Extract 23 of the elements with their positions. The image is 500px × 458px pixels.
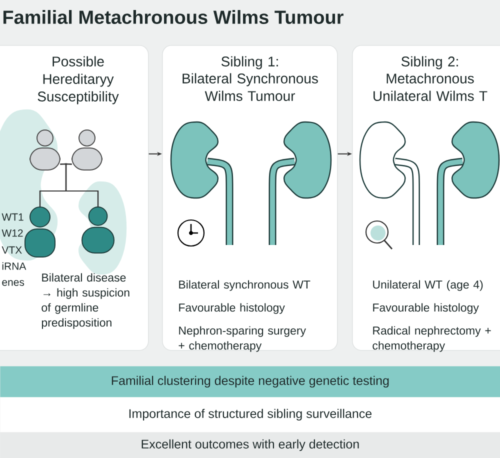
card-heading: Metachronous Unilateral Wilms T — [374, 73, 488, 101]
card-text: Unilateral WT (age 4) — [373, 280, 483, 291]
card-heading: Bilateral Synchronous Wilms Tumour — [182, 73, 318, 101]
card-heading: Sibling 2: — [401, 56, 458, 70]
card-text: Favourable histology — [373, 303, 479, 314]
summary-band: Importance of structured sibling surveillance — [0, 397, 500, 432]
card-text: Radical nephrectomy + chemotherapy — [372, 326, 491, 352]
person-icon — [30, 130, 60, 170]
card-heading: Possible Hereditaryy Susceptibility — [38, 56, 119, 104]
gene-label: enes — [2, 280, 24, 286]
title: Familial Metachronous Wilms Tumour — [3, 10, 344, 24]
card-text: Favourable histology — [179, 303, 285, 314]
card-heading: Sibling 1: — [221, 56, 278, 70]
person-icon — [24, 206, 56, 258]
card-text: Bilateral disease → high suspicion of germline predisposition — [42, 273, 130, 329]
card-text: Bilateral synchronous WT — [179, 280, 310, 291]
card-text: Nephron-sparing surgery + chemotherapy — [178, 326, 306, 352]
summary-band: Familial clustering despite negative genetic testing — [0, 366, 500, 398]
person-icon — [82, 206, 114, 254]
person-icon — [72, 130, 102, 170]
summary-band: Excellent outcomes with early detection — [0, 432, 500, 458]
gene-label: WT1 — [2, 213, 24, 221]
gene-label: iRNA — [2, 262, 26, 270]
